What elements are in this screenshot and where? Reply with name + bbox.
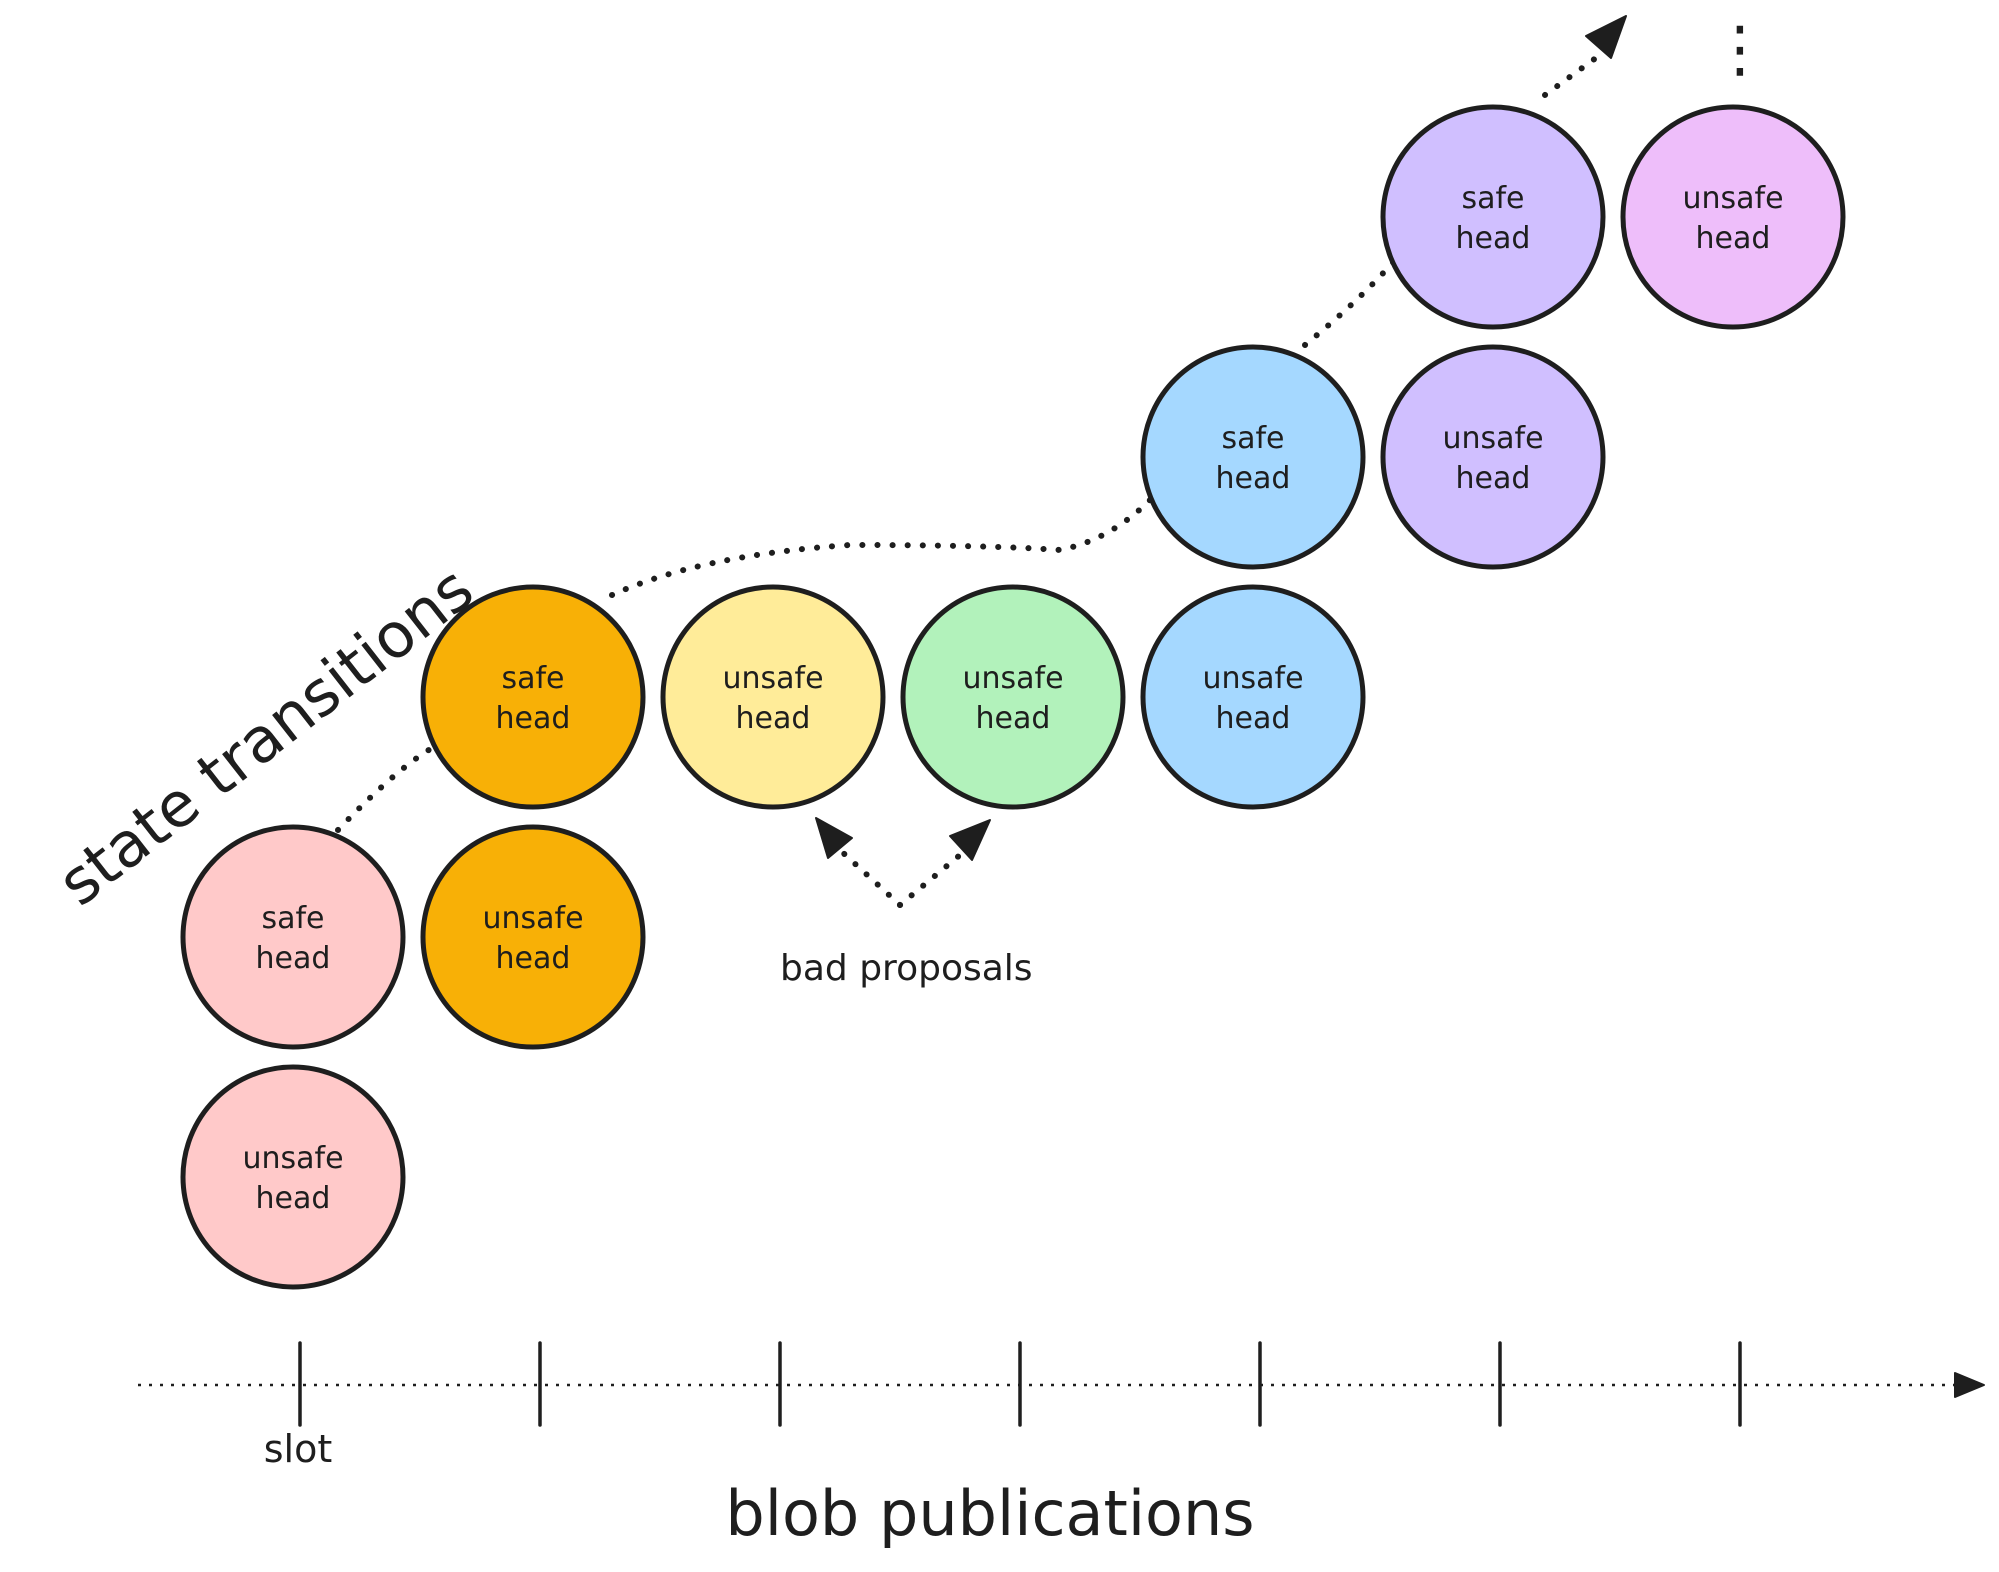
- node-label-line1: unsafe: [242, 1141, 343, 1176]
- node-label-line2: head: [736, 701, 811, 736]
- node-label-line1: safe: [1221, 421, 1284, 456]
- bad-proposals-label: bad proposals: [780, 948, 1033, 989]
- node-label-line1: safe: [501, 661, 564, 696]
- node-label-line2: head: [496, 941, 571, 976]
- node-label-line1: unsafe: [1442, 421, 1543, 456]
- node-label-line1: unsafe: [722, 661, 823, 696]
- node-blue-safe-head: safe head: [1140, 344, 1366, 570]
- node-yellow-unsafe-head: unsafe head: [660, 584, 886, 810]
- node-circle: [1380, 104, 1606, 330]
- bad-proposal-arrowhead-left: [815, 817, 853, 859]
- node-circle: [1140, 344, 1366, 570]
- bad-proposal-arrow-right: [897, 852, 963, 908]
- timeline-ticks: [298, 1341, 1742, 1427]
- bad-proposal-arrow-left: [837, 847, 903, 908]
- node-label-line2: head: [1216, 461, 1291, 496]
- node-pink-safe-head: safe head: [180, 824, 406, 1050]
- node-violet-unsafe-head: unsafe head: [1620, 104, 1846, 330]
- node-label-line2: head: [256, 941, 331, 976]
- node-label-line2: head: [256, 1181, 331, 1216]
- node-label-line2: head: [1216, 701, 1291, 736]
- node-circle: [1380, 344, 1606, 570]
- node-pink-unsafe-head: unsafe head: [180, 1064, 406, 1290]
- node-circle: [660, 584, 886, 810]
- node-orange-unsafe-head: unsafe head: [420, 824, 646, 1050]
- progression-arrowhead: [1585, 15, 1627, 59]
- slot-label: slot: [264, 1427, 333, 1471]
- node-circle: [900, 584, 1126, 810]
- node-circle: [180, 824, 406, 1050]
- nodes-layer: safeheadunsafeheadsafeheadunsafeheadunsa…: [180, 104, 1846, 1290]
- timeline-arrowhead: [1954, 1372, 1985, 1398]
- node-label-line1: safe: [1461, 181, 1524, 216]
- blob-publications-label: blob publications: [725, 1477, 1254, 1550]
- node-circle: [420, 824, 646, 1050]
- node-lavender-unsafe-head: unsafe head: [1380, 344, 1606, 570]
- node-blue-unsafe-head: unsafe head: [1140, 584, 1366, 810]
- node-label-line1: unsafe: [962, 661, 1063, 696]
- node-label-line2: head: [496, 701, 571, 736]
- node-label-line1: unsafe: [1202, 661, 1303, 696]
- continuation-ellipsis: ⋮: [1709, 12, 1771, 85]
- node-circle: [1620, 104, 1846, 330]
- node-circle: [1140, 584, 1366, 810]
- node-lavender-safe-head: safe head: [1380, 104, 1606, 330]
- node-label-line2: head: [1456, 221, 1531, 256]
- node-green-unsafe-head: unsafe head: [900, 584, 1126, 810]
- node-circle: [180, 1064, 406, 1290]
- safe-head-progression-path: [335, 52, 1603, 833]
- node-label-line2: head: [1696, 221, 1771, 256]
- bad-proposal-arrowhead-right: [949, 819, 991, 861]
- node-label-line2: head: [976, 701, 1051, 736]
- node-label-line1: safe: [261, 901, 324, 936]
- node-orange-safe-head: safe head: [420, 584, 646, 810]
- node-label-line1: unsafe: [1682, 181, 1783, 216]
- node-label-line2: head: [1456, 461, 1531, 496]
- node-label-line1: unsafe: [482, 901, 583, 936]
- node-circle: [420, 584, 646, 810]
